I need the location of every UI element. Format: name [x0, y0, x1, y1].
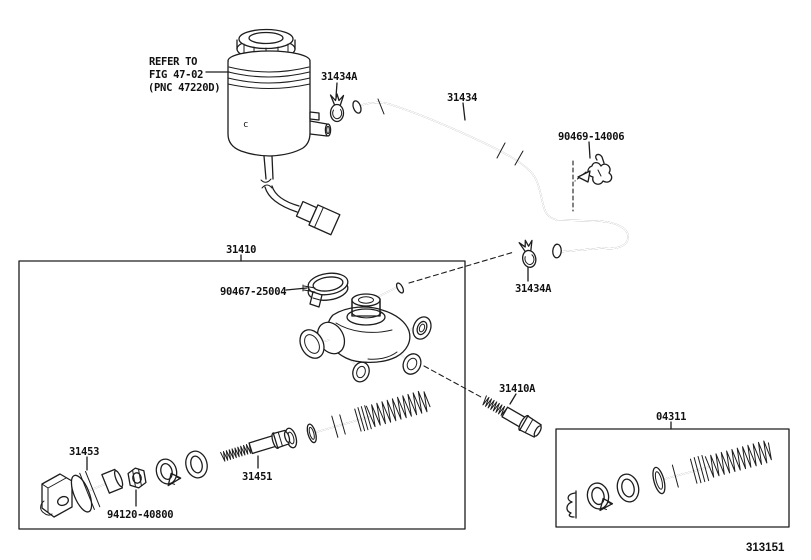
- kit-piston-assembly: [652, 440, 772, 495]
- master-cylinder-body: [299, 282, 432, 383]
- snap-ring: [155, 458, 182, 487]
- label-hose[interactable]: 31434: [447, 92, 477, 104]
- label-band-clamp[interactable]: 90467-25004: [220, 286, 287, 298]
- label-mounting-bolt[interactable]: 31410A: [499, 383, 536, 395]
- label-push-rod-bolt[interactable]: 31451: [242, 471, 272, 483]
- band-clamp: [302, 272, 349, 308]
- figure-number: 313151: [746, 542, 785, 554]
- refer-note-line2: FIG 47-02: [149, 69, 203, 81]
- leader-lines: [86, 71, 672, 507]
- label-clamp-upper[interactable]: 31434A: [321, 71, 358, 83]
- hose-clamp-upper: [329, 93, 345, 123]
- hose: [352, 98, 629, 259]
- dashed-line-to-lower-clamp: [408, 251, 515, 284]
- label-switch[interactable]: 31453: [69, 446, 99, 458]
- label-repair-kit[interactable]: 04311: [656, 411, 686, 423]
- piston-assembly: [306, 390, 431, 444]
- refer-note-line1: REFER TO: [149, 56, 197, 68]
- nut: [127, 467, 147, 489]
- hose-clamp-lower: [518, 238, 539, 270]
- label-master-cylinder-assembly[interactable]: 31410: [226, 244, 256, 256]
- hose-clip: [577, 153, 613, 185]
- washer: [185, 450, 208, 479]
- callout-box-31410: [18, 260, 466, 530]
- reservoir: c: [227, 28, 332, 157]
- refer-note-line3: (PNC 47220D): [148, 82, 220, 94]
- kit-clip: [566, 490, 577, 519]
- kit-snap-ring: [586, 482, 614, 512]
- kit-washer: [616, 473, 640, 503]
- reservoir-c-mark: c: [243, 120, 248, 130]
- label-nut[interactable]: 94120-40800: [107, 509, 174, 521]
- callout-box-04311: [555, 428, 790, 528]
- mounting-bolt: [482, 395, 542, 438]
- push-rod-bolt: [220, 429, 291, 462]
- label-clamp-lower[interactable]: 31434A: [515, 283, 552, 295]
- label-hose-clip[interactable]: 90469-14006: [558, 131, 625, 143]
- dashed-line-to-mounting-bolt: [423, 365, 482, 398]
- switch: [40, 468, 124, 518]
- reservoir-wire-connector: [260, 155, 341, 236]
